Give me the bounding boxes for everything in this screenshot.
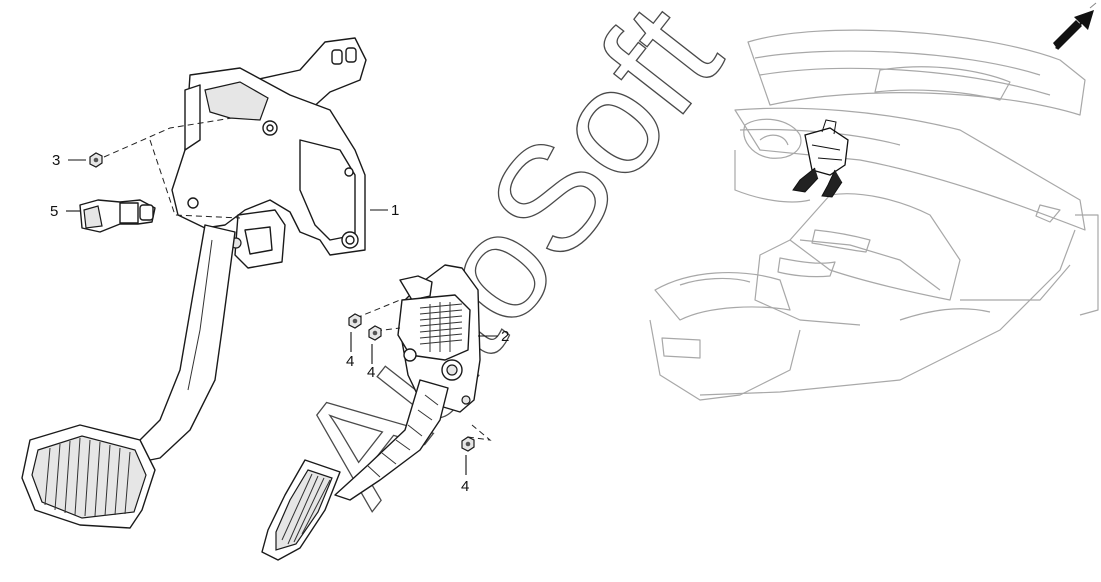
callout-5: 5 [50, 203, 58, 220]
accel-pad-ribs [281, 473, 331, 545]
brake-light-switch [79, 199, 156, 233]
nut-4-b [368, 325, 382, 341]
vehicle-interior-outline [649, 29, 1099, 401]
callout-4-a: 4 [346, 353, 354, 370]
callouts: 1 2 3 4 4 4 5 [50, 152, 509, 495]
callout-1: 1 [391, 202, 399, 219]
nut-4-c [461, 436, 475, 452]
nut-3 [89, 152, 103, 168]
callout-3: 3 [52, 152, 60, 169]
arm-ribs [367, 394, 439, 478]
accelerator-pedal-assembly [261, 264, 481, 561]
callout-4-b: 4 [367, 364, 375, 381]
leader-lines [66, 159, 498, 475]
pedal-location-in-vehicle [792, 119, 849, 198]
callout-4-c: 4 [461, 478, 469, 495]
sensor-grille [419, 302, 463, 352]
forward-arrow-icon [1053, 2, 1097, 50]
brake-assembly-guides [103, 117, 241, 219]
callout-2: 2 [501, 328, 509, 345]
brake-pedal-assembly [21, 37, 367, 529]
nut-4-a [348, 313, 362, 329]
pedal-pad-ribs [44, 437, 131, 517]
